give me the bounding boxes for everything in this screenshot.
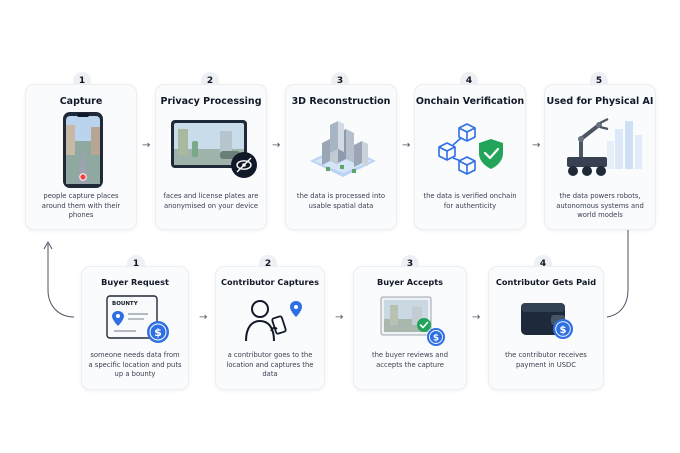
arrow-right: → [272, 140, 281, 151]
phone-camera-icon [61, 111, 105, 193]
step-title: Privacy Processing [160, 96, 262, 107]
step-card-contributor-gets-paid: Contributor Gets Paid $ the contributor … [488, 266, 604, 390]
step-card-3d-reconstruction: 3D Reconstruction the data is processed … [285, 84, 397, 230]
step-card-onchain-verification: Onchain Verification the data is verifie… [414, 84, 526, 230]
step-card-privacy-processing: Privacy Processing faces and license pla… [155, 84, 267, 230]
step-title: Buyer Request [101, 277, 169, 287]
step-card-capture: Capture people capture places around the… [25, 84, 137, 230]
arrow-right: → [532, 140, 541, 151]
step-description: a contributor goes to the location and c… [226, 351, 314, 378]
person-phone-icon [242, 297, 306, 349]
step-title: Used for Physical AI [546, 96, 654, 107]
step-description: faces and license plates are anonymised … [163, 192, 259, 210]
down-connector [606, 230, 629, 318]
blockchain-shield-icon [431, 121, 511, 181]
svg-text:$: $ [433, 334, 439, 344]
return-connector [47, 244, 75, 318]
step-description: the contributor receives payment in USDC [505, 351, 587, 369]
svg-text:$: $ [560, 325, 567, 336]
photo-accept-icon: $ [380, 295, 446, 351]
step-title: 3D Reconstruction [291, 96, 391, 107]
step-title: Onchain Verification [415, 96, 525, 107]
privacy-blur-icon [170, 119, 262, 185]
arrow-right: → [142, 140, 151, 151]
arrow-right: → [402, 140, 411, 151]
city-3d-icon [308, 115, 378, 189]
step-description: the data is verified onchain for authent… [423, 192, 517, 210]
arrow-right: → [472, 312, 481, 323]
step-description: the buyer reviews and accepts the captur… [371, 351, 449, 369]
return-arrowhead [43, 240, 53, 250]
bounty-card-icon: BOUNTY $ [106, 295, 172, 349]
svg-text:$: $ [154, 326, 162, 339]
arrow-right: → [335, 312, 344, 323]
step-title: Contributor Captures [221, 277, 319, 287]
step-title: Capture [59, 96, 103, 107]
step-card-buyer-accepts: Buyer Accepts $ the buyer reviews and ac… [353, 266, 467, 390]
bounty-badge: BOUNTY [112, 301, 139, 307]
step-card-buyer-request: Buyer Request BOUNTY $ someone needs dat… [81, 266, 189, 390]
step-description: the data powers robots, autonomous syste… [556, 192, 644, 219]
step-card-contributor-captures: Contributor Captures a contributor goes … [215, 266, 325, 390]
step-description: people capture places around them with t… [41, 192, 121, 219]
step-card-physical-ai: Used for Physical AI the data powers rob… [544, 84, 656, 230]
step-description: someone needs data from a specific locat… [88, 351, 182, 378]
arrow-right: → [199, 312, 208, 323]
step-title: Contributor Gets Paid [495, 277, 597, 287]
wallet-icon: $ [519, 297, 577, 347]
step-description: the data is processed into usable spatia… [296, 192, 386, 210]
robot-arm-icon [559, 115, 645, 183]
step-title: Buyer Accepts [376, 277, 444, 287]
